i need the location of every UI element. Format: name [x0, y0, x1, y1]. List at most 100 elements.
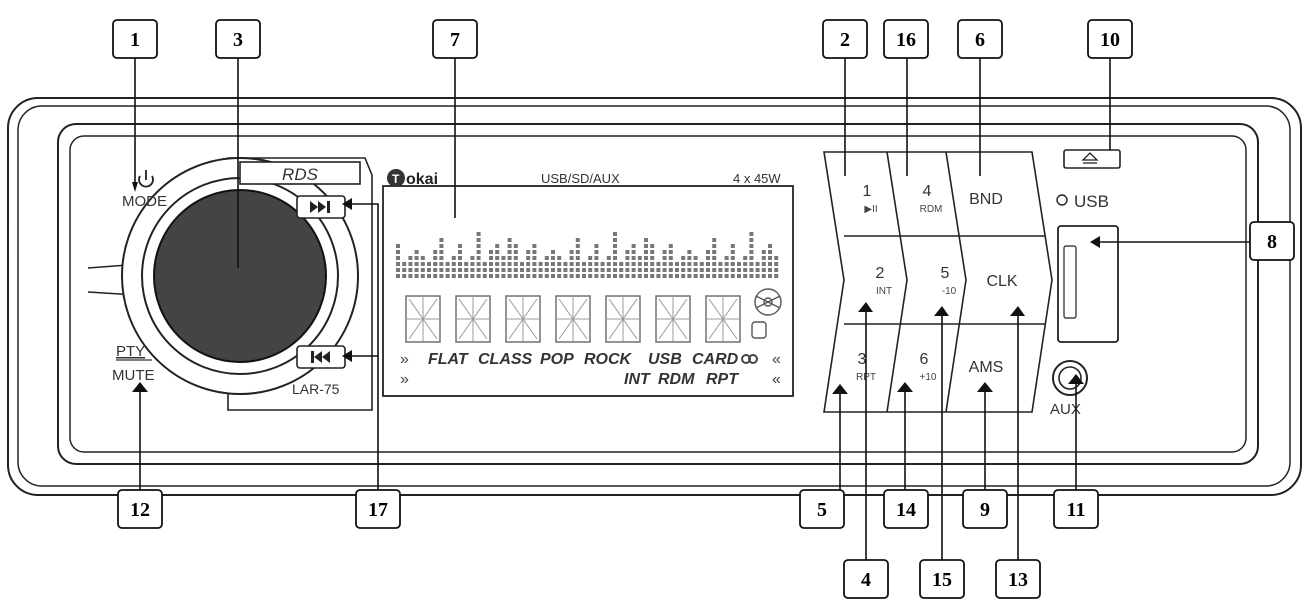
eq-dot [662, 262, 667, 266]
eq-dot [668, 274, 673, 278]
eq-dot [718, 274, 723, 278]
eq-dot [507, 238, 512, 242]
eq-dot [482, 262, 487, 266]
eq-dot [749, 256, 754, 260]
callout-box [1087, 19, 1133, 59]
eq-dot [451, 268, 456, 272]
segment-strokes [706, 296, 740, 342]
segment-strokes [456, 296, 490, 342]
eq-dot [774, 268, 779, 272]
preset-button-clk[interactable]: CLK [986, 273, 1017, 290]
eq-dot [476, 238, 481, 242]
eq-dot [706, 250, 710, 254]
eq-dot [464, 274, 469, 278]
eq-dot [761, 262, 766, 266]
callout-6: 6 [957, 19, 1003, 59]
callout-1: 1 [112, 19, 158, 59]
eq-dot [396, 250, 400, 254]
eq-dot [489, 262, 493, 266]
eq-dot [631, 262, 636, 266]
button-sublabel: ▶II [864, 204, 877, 215]
preset-button-b6[interactable]: 6+10 [920, 351, 937, 383]
aux-jack[interactable] [1052, 360, 1088, 396]
disc-icon [751, 288, 782, 339]
rds-box [239, 161, 361, 185]
eq-dot [687, 250, 692, 254]
callout-box [962, 489, 1008, 529]
eq-dot [439, 262, 444, 266]
eq-dot [507, 268, 512, 272]
eq-dot [458, 256, 462, 260]
button-label: 4 [923, 183, 932, 200]
button-sublabel: -10 [942, 286, 957, 297]
aux-label: AUX [1050, 401, 1081, 418]
eq-dot [631, 274, 636, 278]
eq-dot [563, 262, 568, 266]
eq-dot [730, 268, 735, 272]
eq-dot [656, 262, 661, 266]
eq-dot [768, 256, 772, 260]
eq-dot [724, 268, 729, 272]
eq-dot [774, 262, 779, 266]
callout-number: 3 [233, 29, 243, 51]
callout-box [957, 19, 1003, 59]
eq-dot [569, 250, 574, 254]
eq-dot [402, 274, 407, 278]
eq-dot [501, 274, 506, 278]
eq-dot [408, 268, 413, 272]
button-label: 2 [876, 265, 885, 282]
preset-button-bnd[interactable]: BND [969, 191, 1003, 208]
callout-4: 4 [843, 559, 889, 599]
eq-dot [743, 268, 748, 272]
callout-box [1249, 221, 1295, 261]
power-icon[interactable] [138, 170, 154, 188]
eq-dot [699, 274, 704, 278]
eq-dot [445, 268, 450, 272]
preset-button-b5[interactable]: 5-10 [941, 265, 957, 297]
next-track-button[interactable] [296, 195, 346, 219]
eq-dot [439, 244, 444, 248]
eq-dot [408, 256, 413, 260]
prev-track-button[interactable] [296, 345, 346, 369]
callout-2: 2 [822, 19, 868, 59]
eq-dot [489, 250, 493, 254]
eq-dot [507, 256, 512, 260]
eq-dot [489, 268, 493, 272]
eq-dot [606, 256, 611, 260]
lcd-arrow-right-1: » [400, 351, 409, 368]
eq-dot [439, 256, 444, 260]
preset-button-b1[interactable]: 1▶II [863, 183, 878, 215]
button-label: 3 [858, 351, 867, 368]
callout-11: 11 [1053, 489, 1099, 529]
eq-dot [551, 262, 555, 266]
eq-dot [631, 268, 636, 272]
eq-dot [544, 262, 549, 266]
segment-strokes [506, 296, 540, 342]
eq-dot [569, 256, 574, 260]
eq-dot [650, 262, 655, 266]
button-label: 6 [920, 351, 929, 368]
eq-dot [687, 256, 692, 260]
volume-knob[interactable] [153, 189, 327, 363]
usb-port-cover[interactable] [1057, 225, 1119, 343]
eq-dot [761, 268, 766, 272]
eq-dot [724, 262, 729, 266]
eq-dot [532, 262, 537, 266]
eq-dot [749, 232, 754, 236]
eq-dot [687, 274, 692, 278]
eq-dot [774, 256, 779, 260]
callout-box [919, 559, 965, 599]
eq-dot [427, 262, 431, 266]
eject-button[interactable] [1063, 149, 1121, 169]
eq-dot [476, 274, 481, 278]
callout-number: 17 [368, 499, 388, 521]
eq-dot [470, 274, 475, 278]
eq-dot [464, 262, 469, 266]
preset-button-ams[interactable]: AMS [969, 359, 1004, 376]
eq-dot [439, 238, 444, 242]
eq-dot [637, 268, 642, 272]
